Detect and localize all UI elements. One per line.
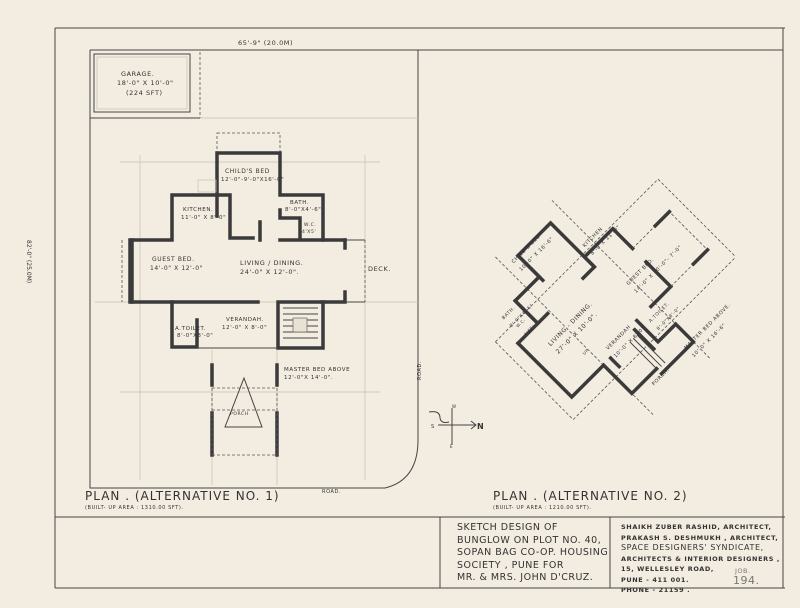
architect-line: SHAIKH ZUBER RASHID, ARCHITECT, <box>621 523 772 531</box>
stair-icon <box>283 307 318 339</box>
master-bed-label: MASTER BED ABOVE <box>284 367 351 373</box>
wc-label: W.C. <box>304 223 317 228</box>
master-bed-size: 12'-0"X 14'-0". <box>284 375 334 381</box>
compass-icon: N S E W <box>428 404 484 449</box>
job-label: JOB. <box>735 567 751 575</box>
project-line: SKETCH DESIGN OF <box>457 522 558 533</box>
guest-bed-size: 14'-0" X 12'-0" <box>150 265 203 272</box>
project-description: SKETCH DESIGN OF BUNGLOW ON PLOT NO. 40,… <box>457 522 608 585</box>
project-line: SOPAN BAG CO-OP. HOUSING <box>457 547 609 558</box>
garage-size: 18'-0" X 10'-0" <box>117 79 174 87</box>
plan1-title: PLAN . (ALTERNATIVE NO. 1) <box>85 489 280 503</box>
living-size: 24'-0" X 12'-0". <box>240 268 300 276</box>
site-width-dim: 65'-9" (20.0M) <box>238 39 294 47</box>
childs-bed-label: CHILD'S BED <box>225 168 270 175</box>
childs-bed-size: 12'-0"-9'-0"X16'-0" <box>221 177 285 183</box>
project-line: MR. & MRS. JOHN D'CRUZ. <box>457 572 594 583</box>
architect-line: SPACE DESIGNERS' SYNDICATE, <box>621 543 764 552</box>
kitchen-size: 11'-0" X 8'-0" <box>181 215 227 221</box>
architect-line: PHONE - 21159 . <box>621 586 691 594</box>
job-number: 194. <box>733 574 760 587</box>
plan1-built-up: (BUILT- UP AREA : 1310.00 SFT). <box>85 505 184 511</box>
architect-line: 15, WELLESLEY ROAD, <box>621 565 714 573</box>
garage-label: GARAGE. <box>121 70 155 78</box>
bath-label: BATH. <box>290 200 310 206</box>
compass-west: W <box>452 404 456 409</box>
road-side-label: ROAD. <box>417 360 423 380</box>
porch-label: PORCH <box>230 412 249 417</box>
plan2-title: PLAN . (ALTERNATIVE NO. 2) <box>493 489 688 503</box>
deck-label: DECK. <box>368 265 391 273</box>
compass-south: S <box>431 424 434 430</box>
architect-details: SHAIKH ZUBER RASHID, ARCHITECT, PRAKASH … <box>621 522 780 596</box>
plan2-built-up: (BUILT- UP AREA : 1210.00 SFT). <box>493 505 592 511</box>
toilet-label: A.TOILET. <box>175 326 207 332</box>
toilet-size: 8'-0"X8'-0" <box>177 333 214 339</box>
architect-line: PUNE - 411 001. <box>621 575 690 584</box>
bath-size: 8'-0"X4'-6" <box>285 207 322 213</box>
sheet-border <box>54 27 785 589</box>
plan1-site: 82'-0" (25.0M) <box>25 49 783 489</box>
project-line: SOCIETY , PUNE FOR <box>457 559 564 571</box>
verandah-size: 12'-0" X 8'-0" <box>222 325 268 331</box>
compass-north: N <box>477 422 484 431</box>
living-label: LIVING / DINING. <box>240 259 304 267</box>
architect-line: ARCHITECTS & INTERIOR DESIGNERS , <box>621 554 780 563</box>
guest-bed-label: GUEST BED. <box>152 256 195 263</box>
kitchen-label: KITCHEN. <box>183 207 214 213</box>
verandah-label: VERANDAH. <box>226 317 264 323</box>
p2-wc-name: W.C. <box>514 317 527 329</box>
architect-line: PRAKASH S. DESHMUKH , ARCHITECT, <box>621 533 779 542</box>
site-depth-dim: 82'-0" (25.0M) <box>25 240 32 283</box>
plan2-building <box>495 178 737 420</box>
road-bottom-label: ROAD. <box>322 489 342 495</box>
garage-outline <box>93 53 191 113</box>
plan1-building <box>121 132 366 457</box>
project-line: BUNGLOW ON PLOT NO. 40, <box>457 534 602 546</box>
wc-size: 4'X5' <box>302 230 317 235</box>
garage-area: (224 SFT) <box>126 89 163 97</box>
compass-east: E <box>450 444 453 449</box>
